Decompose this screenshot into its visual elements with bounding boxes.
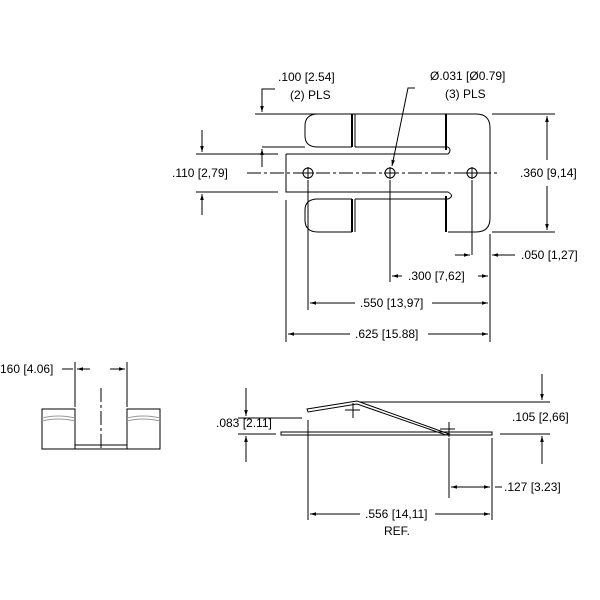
hole-count-label: (3) PLS	[445, 87, 486, 101]
gap-width-label: 160 [4.06]	[0, 362, 53, 376]
base-plate	[280, 431, 493, 436]
overall-height-label: .360 [9,14]	[520, 166, 577, 180]
holes	[302, 167, 478, 179]
slot-count-label: (2) PLS	[290, 88, 331, 102]
edge-offset-label: .050 [1,27]	[521, 248, 578, 262]
ref-label: REF.	[384, 524, 410, 538]
spring-arm	[306, 400, 451, 436]
tongue-width-label: .110 [2,79]	[172, 166, 228, 180]
total-height-label: .105 [2,66]	[512, 410, 569, 424]
overall-length-label: .625 [15.88]	[355, 327, 418, 341]
top-view: .100 [2.54] (2) PLS Ø.031 [Ø0.79] (3) PL…	[172, 69, 578, 342]
side-view: .083 [2.11] .105 [2,66] .127 [3.23] .556…	[216, 374, 569, 538]
bend-offset-label: .127 [3.23]	[504, 480, 561, 494]
hole-pitch-2-label: .550 [13,97]	[360, 296, 423, 310]
end-view: 160 [4.06]	[0, 362, 161, 450]
hole-pitch-1-label: .300 [7,62]	[408, 269, 465, 283]
slot-width-label: .100 [2.54]	[278, 70, 335, 84]
hole-dia-label: Ø.031 [Ø0.79]	[430, 69, 505, 83]
lower-pad	[304, 198, 352, 233]
ref-length-label: .556 [14,11]	[365, 507, 428, 521]
tongue	[285, 146, 452, 200]
upper-pad	[304, 113, 352, 148]
arm-height-label: .083 [2.11]	[216, 416, 272, 430]
